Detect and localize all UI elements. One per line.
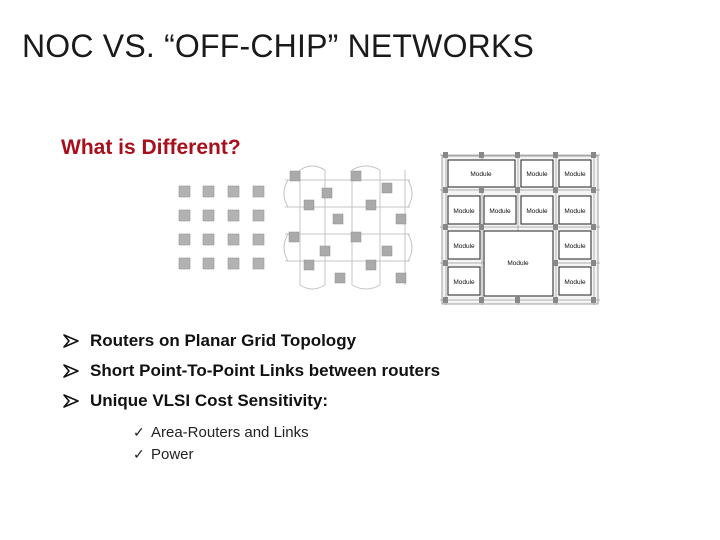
list-item: Short Point-To-Point Links between route… (62, 358, 440, 383)
list-item: ✓ Power (133, 443, 309, 465)
module-label: Module (564, 279, 586, 286)
sub-bullet-text: Power (151, 445, 194, 463)
module-label: Module (453, 279, 475, 286)
checkmark-icon: ✓ (133, 445, 145, 462)
module-label: Module (453, 208, 475, 215)
arrow-bullet-icon (63, 393, 79, 408)
bullet-text: Unique VLSI Cost Sensitivity: (90, 390, 329, 410)
bullet-text: Routers on Planar Grid Topology (90, 330, 357, 350)
module-floorplan: Module Module Module Module Module Modul… (440, 152, 600, 305)
list-item: Unique VLSI Cost Sensitivity: (62, 388, 440, 413)
list-item: Routers on Planar Grid Topology (62, 328, 440, 353)
slide-subtitle: What is Different? (61, 136, 241, 159)
list-item: ✓ Area-Routers and Links (133, 421, 309, 443)
bullet-list: Routers on Planar Grid Topology Short Po… (62, 328, 440, 418)
sub-bullet-text: Area-Routers and Links (151, 423, 309, 441)
module-label: Module (564, 243, 586, 250)
arrow-bullet-icon (63, 363, 79, 378)
module-label: Module (507, 260, 529, 267)
module-label: Module (453, 243, 475, 250)
module-label: Module (564, 171, 586, 178)
module-label: Module (526, 208, 548, 215)
torus-topology (283, 165, 413, 290)
module-label: Module (526, 171, 548, 178)
module-label: Module (470, 171, 492, 178)
checkmark-icon: ✓ (133, 423, 145, 440)
mesh-node-grid (178, 185, 265, 270)
topology-figures: Module Module Module Module Module Modul… (178, 152, 600, 305)
arrow-bullet-icon (63, 333, 79, 348)
module-label: Module (564, 208, 586, 215)
slide-title: NOC VS. “OFF-CHIP” NETWORKS (22, 28, 535, 64)
module-label: Module (489, 208, 511, 215)
sub-bullet-list: ✓ Area-Routers and Links ✓ Power (133, 421, 309, 465)
bullet-text: Short Point-To-Point Links between route… (90, 360, 441, 380)
